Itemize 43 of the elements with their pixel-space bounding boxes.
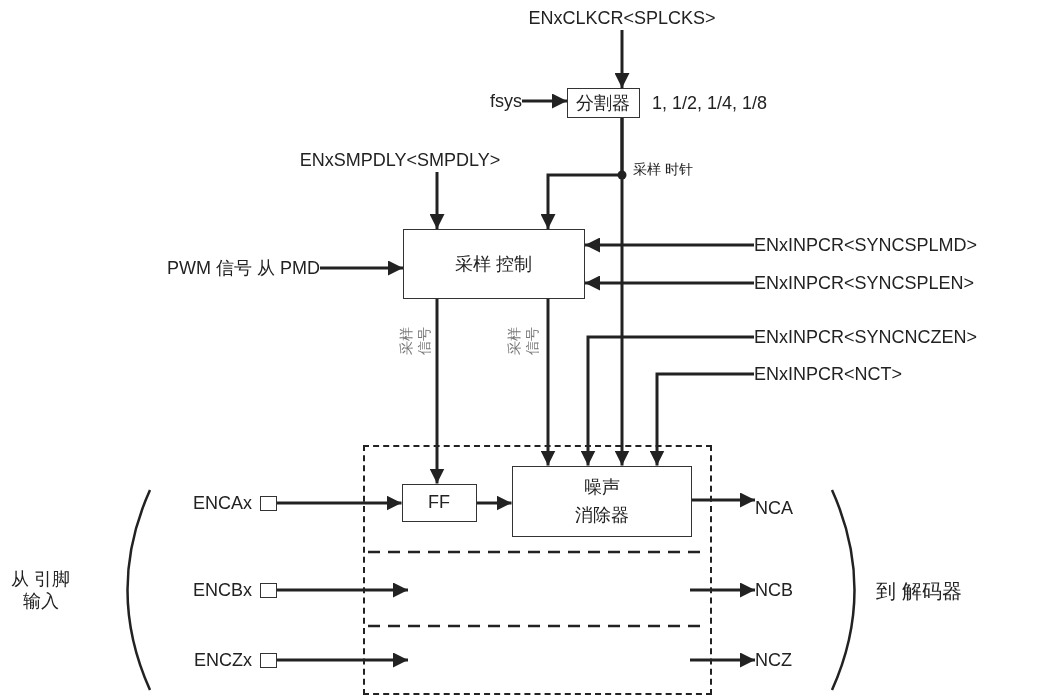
arrow <box>277 652 408 668</box>
arrow <box>580 335 754 466</box>
signal-label: NCB <box>755 578 815 602</box>
text-label: 采样 时针 <box>633 160 694 179</box>
signal-label: ENxINPCR<SYNCSPLMD> <box>754 233 1044 257</box>
arrow <box>690 582 755 598</box>
arrow <box>476 495 512 511</box>
arrow <box>649 372 754 466</box>
pin-label: ENCAx <box>193 492 252 514</box>
process-box: 噪声消除器 <box>511 465 692 537</box>
pin-label: ENCBx <box>193 579 252 601</box>
arrow <box>540 299 556 466</box>
signal-label: NCZ <box>755 648 815 672</box>
process-box: 采样 控制 <box>403 229 585 299</box>
pin-label: ENCZx <box>194 649 252 671</box>
arrow <box>320 260 403 276</box>
arrow <box>522 93 567 109</box>
dashed-region <box>363 445 712 695</box>
arrow <box>277 495 402 511</box>
text-label: 到 解码器 <box>876 580 963 602</box>
signal-label: ENxCLKCR<SPLCKS> <box>500 6 744 30</box>
arrow <box>277 582 408 598</box>
arrow <box>690 652 755 668</box>
signal-label: NCA <box>755 496 815 520</box>
arrow <box>691 492 755 508</box>
arrow <box>585 237 754 253</box>
arrow <box>429 172 445 229</box>
arrow <box>429 299 445 484</box>
arrow <box>614 30 630 88</box>
text-label: 从 引脚输入 <box>10 568 72 612</box>
signal-label: ENxINPCR<SYNCNCZEN> <box>754 325 1044 349</box>
signal-label: fsys <box>460 89 522 113</box>
signal-label: ENxINPCR<SYNCSPLEN> <box>754 271 1044 295</box>
arrow <box>614 118 630 466</box>
process-box: 分割器 <box>567 88 640 118</box>
signal-label: ENxSMPDLY<SMPDLY> <box>250 148 550 172</box>
process-box: FF <box>401 483 477 522</box>
signal-label: ENxINPCR<NCT> <box>754 362 1044 386</box>
arrow <box>585 275 754 291</box>
edge-label: 采样信号 <box>396 325 433 355</box>
signal-label: PWM 信号 从 PMD <box>90 256 320 280</box>
ratio-label: 1, 1/2, 1/4, 1/8 <box>651 92 767 114</box>
edge-label: 采样信号 <box>504 325 541 355</box>
